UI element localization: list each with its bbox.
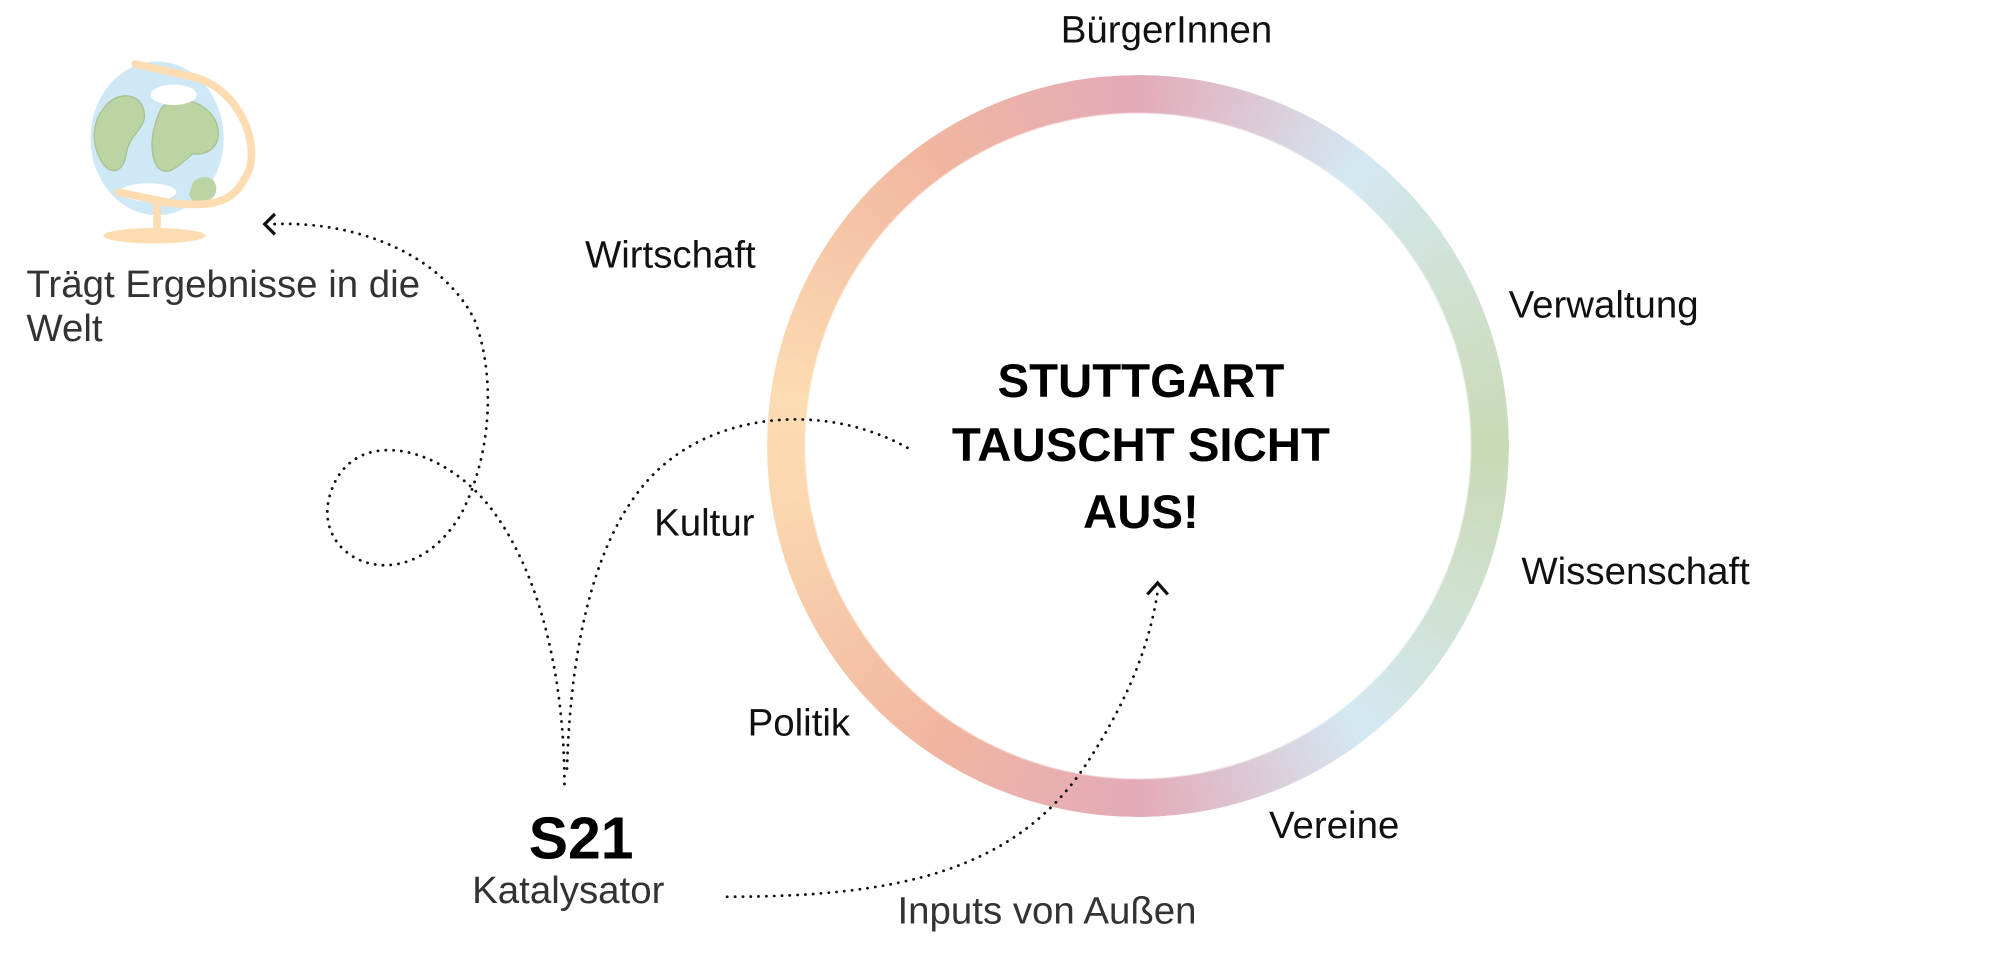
label-wissenschaft: Wissenschaft xyxy=(1521,550,1750,593)
label-politik: Politik xyxy=(748,701,851,744)
inputs-label: Inputs von Außen xyxy=(898,890,1197,933)
output-arrow-icon xyxy=(262,212,277,236)
label-verwaltung: Verwaltung xyxy=(1509,284,1699,327)
center-title-line2: TAUSCHT SICHT xyxy=(952,419,1330,472)
center-title-line3: AUS! xyxy=(1083,486,1199,539)
catalyst-to-center-path xyxy=(565,418,915,771)
outputs-label-line2: Welt xyxy=(26,307,102,350)
center-title-line1: STUTTGART xyxy=(997,355,1284,408)
label-wirtschaft: Wirtschaft xyxy=(585,234,756,277)
input-arrow-icon xyxy=(1146,580,1170,596)
stakeholder-ring xyxy=(767,75,1509,817)
output-flow-path xyxy=(270,222,566,786)
globe-icon xyxy=(90,60,256,244)
catalyst-subtitle: Katalysator xyxy=(472,869,664,912)
label-buergerinnen: BürgerInnen xyxy=(1061,8,1272,51)
outputs-label-line1: Trägt Ergebnisse in die xyxy=(26,263,420,306)
catalyst-title: S21 xyxy=(529,806,634,871)
label-vereine: Vereine xyxy=(1269,804,1399,847)
label-kultur: Kultur xyxy=(654,501,755,544)
input-flow-path xyxy=(725,590,1159,899)
